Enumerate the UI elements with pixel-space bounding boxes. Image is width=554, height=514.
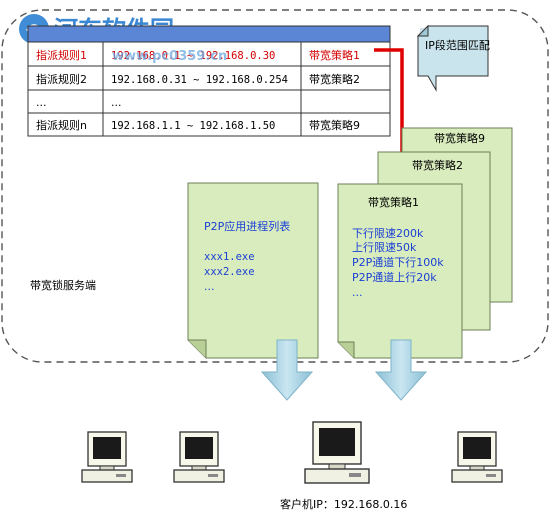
policy-cell: 带宽策略1 [309, 48, 360, 62]
server-label: 带宽锁服务端 [30, 278, 96, 292]
watermark-url: www.pc0359.cn [112, 49, 227, 64]
rule-table: 指派规则1 192.168.0.1 ~ 192.168.0.30 带宽策略1 w… [27, 25, 391, 137]
policy-cell: 带宽策略9 [309, 118, 360, 132]
policy-line: P2P通道下行100k [352, 255, 444, 269]
process-item: xxx2.exe [204, 266, 255, 278]
policy-line: P2P通道上行20k [352, 270, 437, 284]
process-item: xxx1.exe [204, 251, 255, 263]
policy-title: 带宽策略9 [434, 131, 485, 145]
callout-text: IP段范围匹配 [425, 38, 490, 52]
range-cell: 192.168.1.1 ~ 192.168.1.50 [111, 120, 275, 132]
process-item: ... [204, 280, 215, 293]
process-list-doc: P2P应用进程列表 xxx1.exe xxx2.exe ... [187, 182, 319, 359]
policy-cell: 带宽策略2 [309, 72, 360, 86]
client-ip-label: 客户机IP：192.168.0.16 [280, 497, 407, 511]
down-arrow-icon [374, 339, 428, 401]
policy-line: 上行限速50k [352, 241, 417, 254]
process-list-title: P2P应用进程列表 [204, 219, 290, 233]
rule-cell: 指派规则n [36, 118, 87, 132]
server-boundary [1, 9, 549, 363]
computer-icon [173, 431, 225, 483]
rule-cell: ... [36, 96, 47, 109]
range-cell: ... [111, 96, 122, 109]
computer-icon [451, 431, 503, 483]
rule-cell: 指派规则2 [36, 72, 87, 86]
down-arrow-icon [260, 339, 314, 401]
computer-icon [304, 421, 370, 484]
ip-match-callout: IP段范围匹配 [416, 24, 490, 92]
policy-title: 带宽策略2 [412, 158, 463, 172]
policy-title: 带宽策略1 [368, 195, 419, 209]
computer-icon [81, 431, 133, 483]
policy-doc-front: 带宽策略1 下行限速200k 上行限速50k P2P通道下行100k P2P通道… [337, 183, 463, 359]
rule-cell: 指派规则1 [36, 48, 87, 62]
range-cell: 192.168.0.1 ~ 192.168.0.30 [111, 50, 275, 62]
range-cell: 192.168.0.31 ~ 192.168.0.254 [111, 74, 288, 86]
policy-line: 下行限速200k [352, 227, 424, 240]
policy-line: ... [352, 286, 363, 299]
